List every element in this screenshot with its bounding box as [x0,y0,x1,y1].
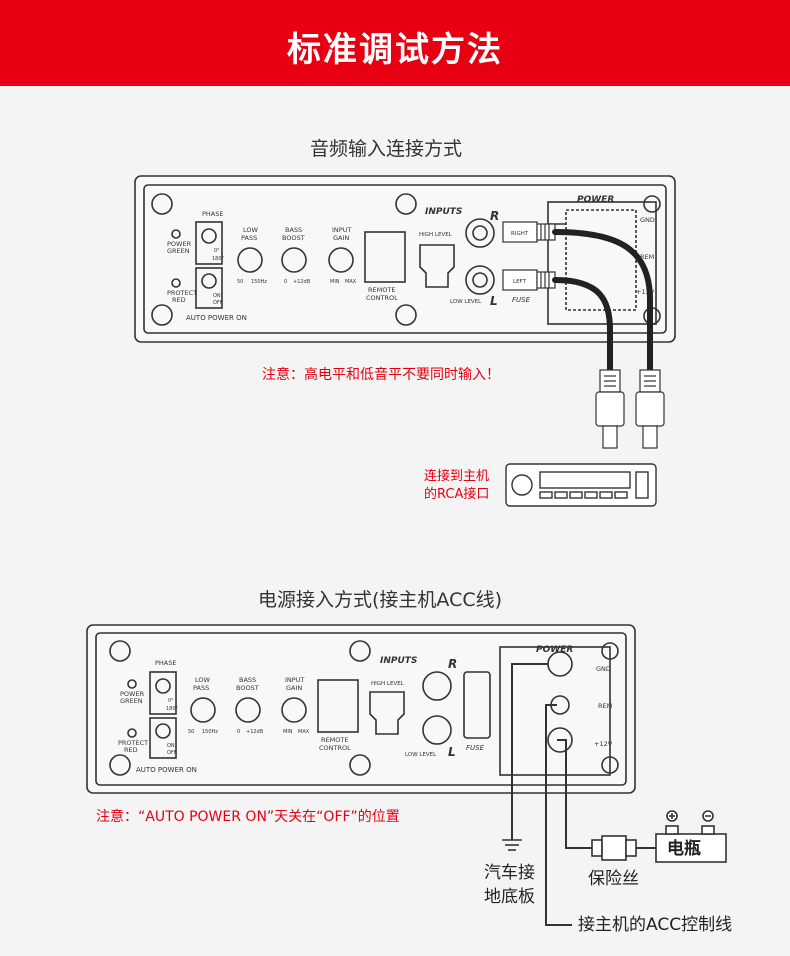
power-green-label: POWER [167,240,192,248]
low-pass-max: 150Hz [251,279,267,285]
r-label-2: R [448,657,457,671]
rca-cable-ends [595,369,665,449]
protect-red-label-p2b: RED [124,746,138,754]
low-pass-max-2: 150Hz [202,729,218,735]
protect-red-label-2: RED [172,296,186,304]
input-gain-min: MIN [330,279,340,285]
input-gain-label-p2b: GAIN [286,684,302,692]
input-gain-label-2: GAIN [333,234,349,242]
deg0-label-2: 0° [168,698,174,704]
head-unit-caption-2: 的RCA接口 [424,487,490,502]
r-label: R [490,209,499,223]
fuse-caption: 保险丝 [588,869,639,889]
section1-title: 音频输入连接方式 [310,138,463,160]
right-plug-label: RIGHT [511,231,529,237]
bass-boost-label: BASS [285,226,302,234]
phase-label: PHASE [202,210,224,218]
acc-caption: 接主机的ACC控制线 [578,915,733,935]
low-pass-label-2: PASS [241,234,257,242]
auto-power-on-label-2: AUTO POWER ON [136,766,197,774]
banner-title: 标准调试方法 [287,30,503,70]
low-level-label-2: LOW LEVEL [405,752,437,758]
power-label: POWER [577,195,614,205]
power-green-label-p2: POWER [120,690,145,698]
low-pass-label-p2b: PASS [193,684,209,692]
fuse-icon [591,835,637,861]
gnd-label: GND [640,216,655,224]
section2-note: 注意：“AUTO POWER ON”天关在“OFF”的位置 [96,809,400,825]
phase-label-2: PHASE [155,659,177,667]
rca-cables [552,229,653,373]
power-wires [511,663,656,926]
head-unit [505,463,657,507]
amplifier-panel-1 [134,175,676,343]
bass-boost-label-p2: BASS [239,676,256,684]
input-gain-min-2: MIN [283,729,293,735]
bass-boost-label-p2b: BOOST [236,684,259,692]
off-label: OFF [213,300,223,306]
amplifier-panel-2 [86,624,636,794]
low-pass-min-2: 50 [188,729,194,735]
bass-boost-min: 0 [284,279,287,285]
fuse-label: FUSE [512,296,531,304]
protect-red-label: PROTECT [167,289,197,297]
title-banner: 标准调试方法 [0,0,790,86]
deg180-label-2: 180° [166,706,179,712]
power-label-2: POWER [536,645,573,655]
low-level-label: LOW LEVEL [450,299,482,305]
off-label-2: OFF [167,750,177,756]
power-green-label-2: GREEN [167,247,190,255]
l-label: L [490,294,498,308]
auto-power-on-label: AUTO POWER ON [186,314,247,322]
inputs-label: INPUTS [425,207,462,217]
remote-label: REMOTE [368,286,395,294]
rca-plug-labels: RIGHT LEFT [511,231,529,285]
low-pass-label-p2: LOW [195,676,211,684]
protect-red-label-p2: PROTECT [118,739,148,747]
ground-symbol [502,839,522,851]
low-pass-label: LOW [243,226,259,234]
input-gain-label: INPUT [332,226,351,234]
high-level-label-2: HIGH LEVEL [371,681,405,687]
bass-boost-max: +12dB [293,279,311,285]
rca-plugs-panel1 [502,221,556,291]
on-label-2: ON [167,743,175,749]
high-level-label: HIGH LEVEL [419,232,453,238]
input-gain-label-p2: INPUT [285,676,304,684]
rem-label-2: REM [598,702,612,710]
section2-title: 电源接入方式(接主机ACC线) [258,589,503,611]
on-label: ON [213,293,221,299]
bass-boost-min-2: 0 [237,729,240,735]
power-green-label-p2b: GREEN [120,697,143,705]
deg180-label: 180° [212,256,225,262]
ground-caption-2: 地底板 [484,887,535,907]
ground-caption-1: 汽车接 [484,863,535,883]
battery-icon [655,810,727,863]
rem-label: REM [640,253,654,261]
control-label-2: CONTROL [319,744,351,752]
remote-label-2: REMOTE [321,736,348,744]
battery-label: 电瓶 [667,839,701,859]
fuse-label-2: FUSE [466,744,485,752]
input-gain-max-2: MAX [298,729,310,735]
control-label: CONTROL [366,294,398,302]
panel1-labels: PHASE POWER GREEN PROTECT RED 0° 180° ON… [167,195,655,322]
input-gain-max: MAX [345,279,357,285]
l-label-2: L [448,745,456,759]
12v-label: +12V [636,288,655,296]
head-unit-caption-1: 连接到主机 [424,469,490,484]
bass-boost-label-2: BOOST [282,234,305,242]
12v-label-2: +12V [594,740,613,748]
section1-note: 注意：高电平和低音平不要同时输入！ [262,367,500,383]
left-plug-label: LEFT [513,279,527,285]
deg0-label: 0° [214,248,220,254]
low-pass-min: 50 [237,279,243,285]
inputs-label-2: INPUTS [380,656,417,666]
panel2-labels: PHASE POWER GREEN PROTECT RED 0° 180° ON… [118,645,613,774]
bass-boost-max-2: +12dB [246,729,264,735]
gnd-label-2: GND [596,665,611,673]
